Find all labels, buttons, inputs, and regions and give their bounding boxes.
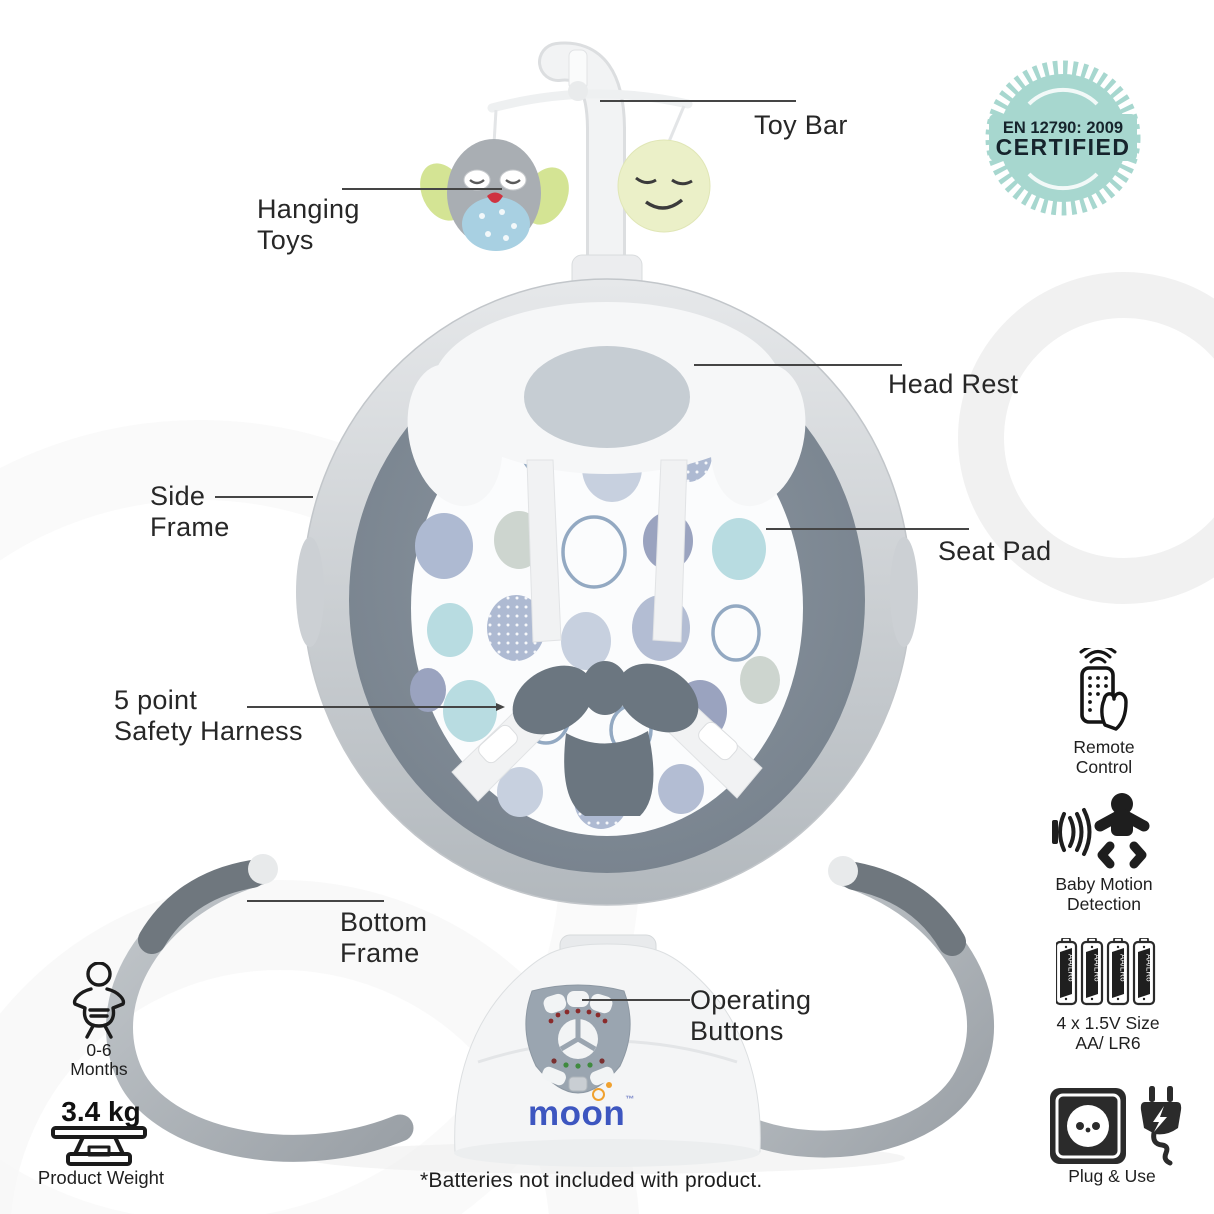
callout-bottom-frame: Bottom Frame [340, 907, 427, 969]
callout-operating-buttons: Operating Buttons [690, 985, 811, 1047]
callout-line-hanging-toys [342, 188, 502, 190]
callout-hanging-toys: Hanging Toys [257, 194, 360, 256]
hanging-toy-moon [617, 139, 711, 233]
callout-seat-pad: Seat Pad [938, 536, 1052, 567]
callout-operating-buttons-line1: Operating [690, 985, 812, 1015]
callout-line-bottom-frame [247, 900, 384, 902]
battery-cell: AA/LR6 AA/LR6 AA/LR6 AA/LR [1056, 938, 1156, 1006]
feature-motion-line1: Baby Motion [1055, 874, 1153, 894]
left-hub [296, 537, 324, 647]
feature-remote-line1: Remote [1073, 737, 1135, 757]
spec-weight-label: Product Weight [37, 1167, 165, 1188]
callout-line-operating-buttons [582, 999, 690, 1001]
harness-crotch-pad [512, 661, 699, 816]
callout-side-frame-line2: Frame [150, 512, 230, 542]
toy-bar [487, 41, 693, 320]
feature-motion-line2: Detection [1067, 894, 1141, 914]
battery-label: AA/LR6 [1067, 954, 1076, 982]
callout-side-frame-line1: Side [150, 481, 206, 511]
battery-label: AA/LR6 [1145, 954, 1154, 982]
callout-line-safety-harness [247, 706, 499, 708]
hanging-toy-owl [420, 139, 569, 251]
callout-head-rest-label: Head Rest [888, 369, 1019, 399]
mobile-arms [487, 89, 693, 113]
logo-dot-accent [606, 1082, 612, 1088]
spec-weight-value: 3.4 kg [61, 1096, 141, 1127]
safety-harness [451, 459, 763, 816]
spec-age: 0-6 Months [44, 1041, 154, 1079]
callout-arrow-safety-harness [496, 703, 505, 711]
right-hub [890, 537, 918, 647]
callout-line-side-frame [215, 496, 313, 498]
callout-line-head-rest [694, 364, 902, 366]
callout-side-frame: Side Frame [150, 481, 230, 543]
feature-plug-label: Plug & Use [1068, 1166, 1156, 1186]
baby-age-icon [72, 962, 126, 1039]
footnote: *Batteries not included with product. [420, 1169, 763, 1192]
head-rest [407, 302, 806, 507]
plug-and-socket-icon [1050, 1086, 1182, 1166]
callout-line-seat-pad [766, 528, 969, 530]
callout-hanging-toys-line1: Hanging [257, 194, 360, 224]
callout-hanging-toys-line2: Toys [257, 225, 314, 255]
feature-plug-use: Plug & Use [1037, 1166, 1187, 1186]
weighing-scale-icon [51, 1126, 147, 1166]
feature-battery-line1: 4 x 1.5V Size [1056, 1013, 1160, 1033]
callout-line-toy-bar [600, 100, 796, 102]
battery-label: AA/LR6 [1119, 954, 1128, 982]
trademark-symbol: ™ [625, 1094, 635, 1104]
brand-logo: moon™ [528, 1082, 634, 1134]
battery-icon: AA/LR6 AA/LR6 AA/LR6 AA/LR [1056, 938, 1156, 1006]
callout-safety-harness: 5 point Safety Harness [114, 685, 303, 747]
plug-icon [1140, 1086, 1182, 1166]
feature-baby-motion: Baby Motion Detection [1029, 874, 1179, 914]
feature-battery-line2: AA/ LR6 [1075, 1033, 1141, 1053]
feature-remote-control: Remote Control [1029, 737, 1179, 777]
spec-age-line2: Months [70, 1059, 128, 1079]
callout-operating-buttons-line2: Buttons [690, 1016, 784, 1046]
callout-toy-bar-label: Toy Bar [754, 110, 848, 140]
logo-ring-accent [592, 1088, 605, 1101]
battery-label: AA/LR6 [1093, 954, 1102, 982]
baby-motion-detection-icon [1052, 793, 1150, 869]
callout-safety-harness-line1: 5 point [114, 685, 198, 715]
badge-standard-text: EN 12790: 2009 [1003, 119, 1123, 137]
callout-seat-pad-label: Seat Pad [938, 536, 1052, 566]
spec-age-line1: 0-6 [86, 1040, 112, 1060]
callout-toy-bar: Toy Bar [754, 110, 848, 141]
callout-head-rest: Head Rest [888, 369, 1018, 400]
operating-buttons-panel [525, 984, 631, 1094]
brand-logo-text: moon [528, 1094, 626, 1133]
feature-remote-line2: Control [1075, 757, 1133, 777]
remote-control-icon [1079, 648, 1128, 731]
bottom-frame [106, 854, 994, 1162]
callout-bottom-frame-line2: Frame [340, 938, 420, 968]
certified-seal-icon: EN 12790: 2009 CERTIFIED [985, 60, 1141, 216]
callout-safety-harness-line2: Safety Harness [114, 716, 303, 746]
seat [296, 278, 918, 906]
feature-battery: 4 x 1.5V Size AA/ LR6 [1029, 1013, 1187, 1053]
callout-bottom-frame-line1: Bottom [340, 907, 428, 937]
badge-certified-text: CERTIFIED [996, 134, 1131, 160]
